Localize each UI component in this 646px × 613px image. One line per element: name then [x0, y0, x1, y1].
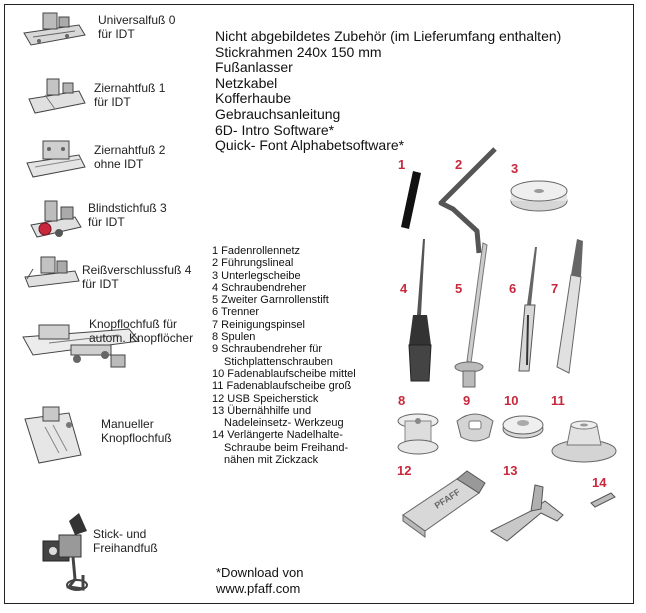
part-number: 12 — [397, 463, 412, 478]
parts-item: 14 Verlängerte Nadelhalte- — [212, 429, 343, 442]
accessory-item: Kofferhaube — [215, 90, 292, 107]
part-number: 9 — [463, 393, 471, 408]
seam-ripper-icon — [518, 247, 537, 372]
accessories-heading: Nicht abgebildetes Zubehör (im Lieferumf… — [215, 28, 562, 44]
spool-cap-large-icon — [551, 420, 617, 463]
decorative-foot-1-icon — [28, 78, 86, 114]
foot-label-manual-buttonhole: Manueller Knopflochfuß — [101, 417, 172, 445]
parts-item: 10 Fadenablaufscheibe mittel — [212, 367, 356, 380]
parts-item: 5 Zweiter Garnrollenstift — [212, 294, 329, 307]
blindstitch-foot-icon — [30, 200, 82, 238]
parts-item: 8 Spulen — [212, 331, 256, 344]
parts-item-continued: Nadeleinsetz- Werkzeug — [224, 417, 344, 430]
parts-item-continued: nähen mit Zickzack — [224, 454, 319, 467]
part-number: 13 — [503, 463, 518, 478]
part-number: 4 — [400, 281, 408, 296]
cleaning-brush-icon — [556, 239, 583, 374]
parts-item-continued: Schraube beim Freihand- — [224, 441, 349, 454]
parts-item: 13 Übernähhilfe und — [212, 404, 312, 417]
foot-label-auto-buttonhole: Knopflochfuß für autom. Knopflöcher — [89, 317, 194, 345]
foot-label-blindstitch: Blindstichfuß 3 für IDT — [88, 201, 167, 229]
parts-item: 9 Schraubendreher für — [212, 343, 323, 356]
part-number: 10 — [504, 393, 519, 408]
accessory-item: Fußanlasser — [215, 59, 293, 76]
auto-buttonhole-foot-icon — [22, 324, 140, 368]
thread-net-icon — [401, 171, 421, 229]
decorative-foot-2-icon — [26, 140, 86, 178]
foot-label-zipper: Reißverschlussfuß 4 für IDT — [82, 263, 192, 291]
part-number: 14 — [592, 475, 607, 490]
accessory-item: Netzkabel — [215, 74, 278, 91]
download-note-line: *Download von — [216, 565, 304, 580]
parts-legend: 1 Fadenrollennetz 2 Führungslineal 3 Unt… — [212, 245, 356, 466]
parts-item: 3 Unterlegscheibe — [212, 269, 301, 282]
parts-item: 12 USB Speicherstick — [212, 392, 319, 405]
parts-item: 4 Schraubendreher — [212, 281, 307, 294]
universal-foot-icon — [23, 12, 86, 46]
foot-label-decorative-1: Ziernahtfuß 1 für IDT — [94, 81, 166, 109]
part-number: 2 — [455, 157, 463, 172]
part-number: 11 — [551, 393, 565, 408]
part-number: 6 — [509, 281, 517, 296]
needle-screw-icon — [590, 492, 616, 508]
parts-item: 2 Führungslineal — [212, 257, 294, 270]
parts-item: 11 Fadenablaufscheibe groß — [212, 380, 352, 393]
foot-label-embroidery: Stick- und Freihandfuß — [93, 527, 158, 555]
spool-cap-medium-icon — [502, 415, 544, 439]
zipper-foot-icon — [24, 256, 80, 288]
guide-ruler-icon — [438, 147, 497, 254]
download-url: www.pfaff.com — [216, 581, 301, 596]
spool-pin-icon — [454, 242, 488, 388]
part-number: 3 — [511, 161, 519, 176]
screwdriver-icon — [408, 239, 432, 382]
foot-label-decorative-2: Ziernahtfuß 2 ohne IDT — [94, 143, 166, 171]
parts-item: 6 Trenner — [212, 306, 260, 319]
parts-item: 7 Reinigungspinsel — [212, 318, 305, 331]
needle-insertion-tool-icon — [489, 484, 564, 542]
foot-label-universal: Universalfuß 0 für IDT — [98, 13, 176, 41]
accessory-sheet: Universalfuß 0 für IDT Ziernahtfuß 1 für… — [4, 4, 634, 604]
accessory-item: Quick- Font Alphabetsoftware* — [215, 137, 405, 154]
accessory-item: Gebrauchsanleitung — [215, 105, 341, 122]
accessory-item: 6D- Intro Software* — [215, 121, 335, 138]
download-note: *Download von www.pfaff.com — [216, 565, 303, 597]
manual-buttonhole-foot-icon — [24, 406, 82, 464]
part-number: 1 — [398, 157, 406, 172]
plate-screwdriver-icon — [456, 413, 494, 442]
accessory-item: Stickrahmen 240x 150 mm — [215, 43, 382, 60]
part-number: 8 — [398, 393, 406, 408]
part-number: 5 — [455, 281, 463, 296]
parts-item-continued: Stichplattenschrauben — [224, 355, 333, 368]
embroidery-foot-icon — [42, 513, 88, 591]
parts-item: 1 Fadenrollennetz — [212, 245, 301, 257]
accessories-list: Nicht abgebildetes Zubehör (im Lieferumf… — [215, 28, 562, 154]
bobbin-icon — [397, 413, 439, 455]
part-number: 7 — [551, 281, 559, 296]
washer-icon — [510, 180, 568, 212]
usb-stick-icon: PFAFF — [402, 470, 486, 538]
